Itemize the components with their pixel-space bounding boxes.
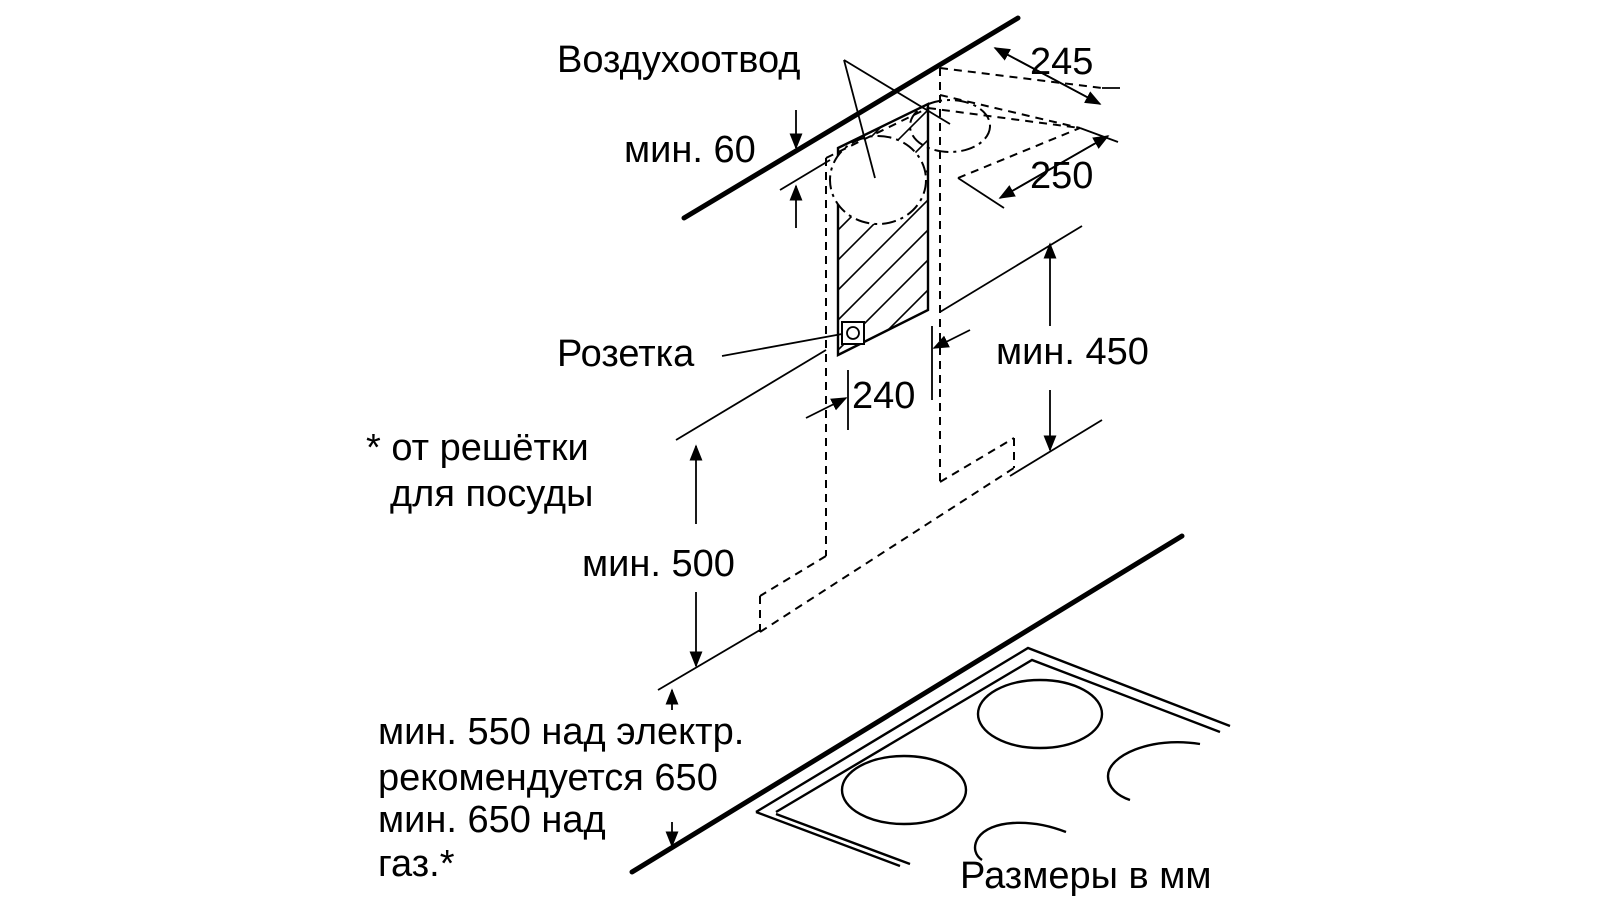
min-60-dimension (779, 110, 831, 228)
ceiling-duct-opening (825, 67, 1103, 179)
dim-245 (993, 47, 1120, 105)
dim-240 (805, 326, 971, 430)
min-450-dimension (939, 225, 1103, 477)
ceiling-line (681, 15, 1021, 221)
install-line-1: мин. 550 над электр. (378, 711, 744, 753)
dim-240-label: 240 (852, 375, 915, 417)
cooktop-edge-line (629, 533, 1185, 875)
hood-outline (759, 95, 1015, 633)
install-line-4: газ.* (378, 843, 455, 885)
note-line-1: * от решётки (366, 427, 589, 469)
install-line-2: рекомендуется 650 (378, 757, 718, 799)
min-60-label: мин. 60 (624, 129, 756, 171)
cooktop (755, 646, 1231, 868)
dim-250 (957, 127, 1119, 209)
min-500-dimension (657, 349, 827, 691)
units-label: Размеры в мм (960, 855, 1211, 897)
air-duct-label: Воздухоотвод (557, 39, 800, 81)
burner-front-left (840, 754, 968, 826)
wall-duct-cutout (829, 102, 930, 357)
note-line-2: для посуды (390, 473, 593, 515)
dim-250-label: 250 (1030, 155, 1093, 197)
min-500-label: мин. 500 (582, 543, 735, 585)
air-duct-leader-2 (843, 59, 951, 125)
min-450-label: мин. 450 (996, 331, 1149, 373)
dim-245-label: 245 (1030, 41, 1093, 83)
burner-back-right (1106, 741, 1201, 802)
burner-back-left (976, 678, 1104, 750)
burner-front-right (973, 821, 1067, 861)
socket-leader (721, 333, 843, 357)
air-duct-leader-1 (843, 59, 876, 179)
install-line-3: мин. 650 над (378, 799, 606, 841)
socket-label: Розетка (557, 333, 695, 375)
socket-icon (841, 321, 865, 345)
